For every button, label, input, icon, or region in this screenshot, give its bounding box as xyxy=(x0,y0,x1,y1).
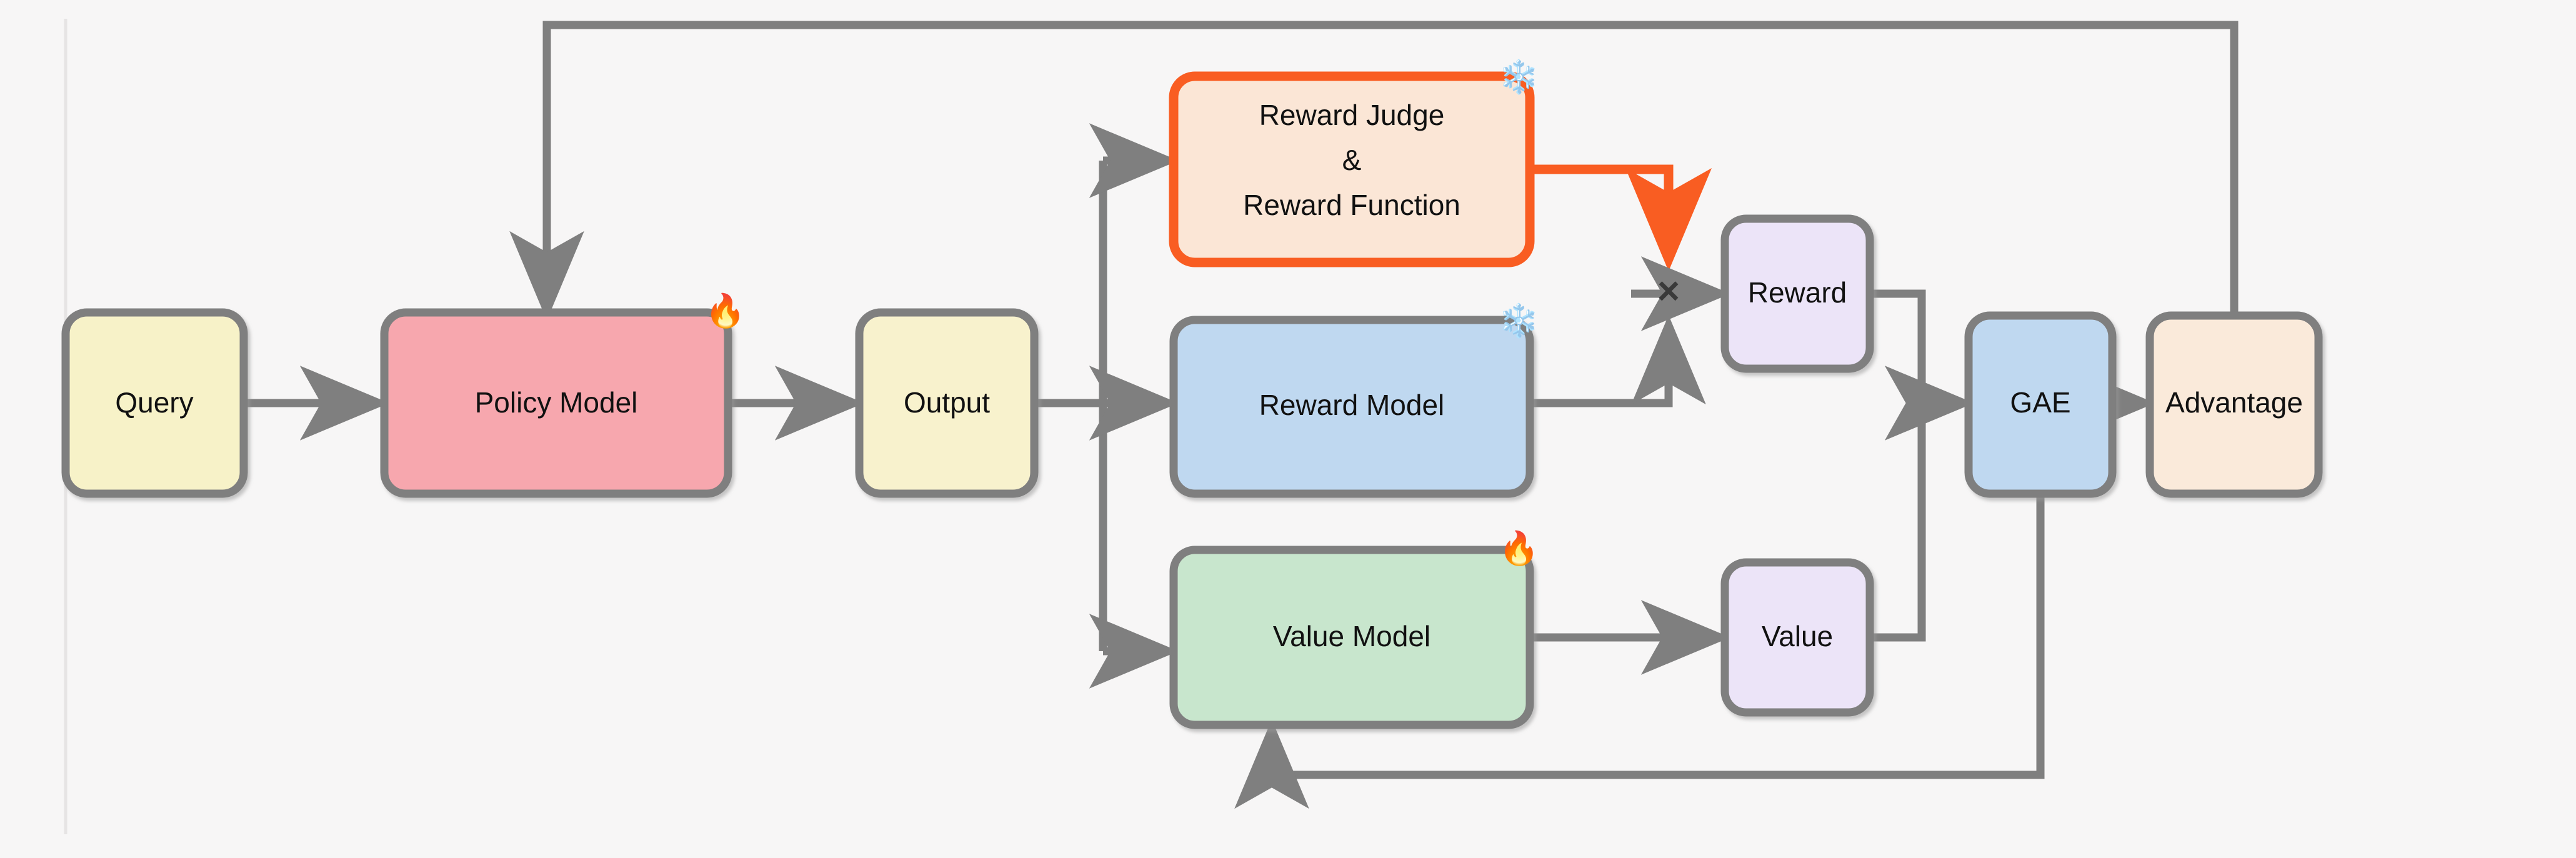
node-value-label: Value xyxy=(1762,620,1833,652)
node-gae[interactable]: GAE xyxy=(1964,311,2117,498)
node-policy-model[interactable]: Policy Model xyxy=(380,308,732,498)
node-reward[interactable]: Reward xyxy=(1720,214,1874,373)
node-output-label: Output xyxy=(904,386,990,419)
node-reward-label: Reward xyxy=(1748,276,1847,309)
node-query[interactable]: Query xyxy=(61,308,248,498)
node-reward-judge-box[interactable] xyxy=(1169,71,1535,267)
node-reward-model-box[interactable] xyxy=(1169,316,1534,498)
node-reward-model-label: Reward Model xyxy=(1259,389,1445,421)
fire-icon-policy-model: 🔥 xyxy=(705,293,746,329)
node-reward-judge-line-2: & xyxy=(1342,144,1362,176)
node-value-model-box[interactable] xyxy=(1169,546,1534,729)
node-layer: Query Policy Model Output Reward Judge &… xyxy=(61,71,2323,729)
node-reward-model[interactable]: Reward Model xyxy=(1169,316,1534,498)
fire-icon-value-model: 🔥 xyxy=(1499,531,1539,567)
node-value-box[interactable] xyxy=(1720,558,1874,717)
node-output[interactable]: Output xyxy=(855,308,1039,498)
edge-reward-to-gae xyxy=(1870,289,1974,441)
edge-value-to-gae xyxy=(1870,403,1926,642)
edge-gae-to-value-model xyxy=(1234,494,2045,809)
node-reward-box[interactable] xyxy=(1720,214,1874,373)
node-reward-judge-line-3: Reward Function xyxy=(1243,189,1460,221)
snowflake-icon-reward-judge: ❄️ xyxy=(1499,59,1539,96)
node-policy-model-label: Policy Model xyxy=(475,386,638,419)
node-output-box[interactable] xyxy=(855,308,1039,498)
node-gae-box[interactable] xyxy=(1964,311,2117,498)
edge-layer xyxy=(244,21,2239,809)
node-advantage[interactable]: Advantage xyxy=(2145,311,2323,498)
node-value-model-label: Value Model xyxy=(1273,620,1430,652)
node-reward-judge-line-1: Reward Judge xyxy=(1259,99,1445,131)
node-query-label: Query xyxy=(115,386,193,419)
node-policy-model-box[interactable] xyxy=(380,308,732,498)
edge-advantage-to-policy xyxy=(509,21,2239,321)
multiply-operator-symbol: × xyxy=(1657,269,1680,312)
node-query-box[interactable] xyxy=(61,308,248,498)
node-value-model[interactable]: Value Model xyxy=(1169,546,1534,729)
node-advantage-label: Advantage xyxy=(2165,386,2303,419)
snowflake-icon-reward-model: ❄️ xyxy=(1499,303,1539,339)
edge-reward-model-to-multiply xyxy=(1530,315,1706,407)
node-value[interactable]: Value xyxy=(1720,558,1874,717)
edge-reward-judge-to-multiply xyxy=(1530,164,1712,272)
node-gae-label: GAE xyxy=(2010,386,2070,419)
node-advantage-box[interactable] xyxy=(2145,311,2323,498)
node-reward-judge[interactable]: Reward Judge & Reward Function xyxy=(1169,71,1535,267)
